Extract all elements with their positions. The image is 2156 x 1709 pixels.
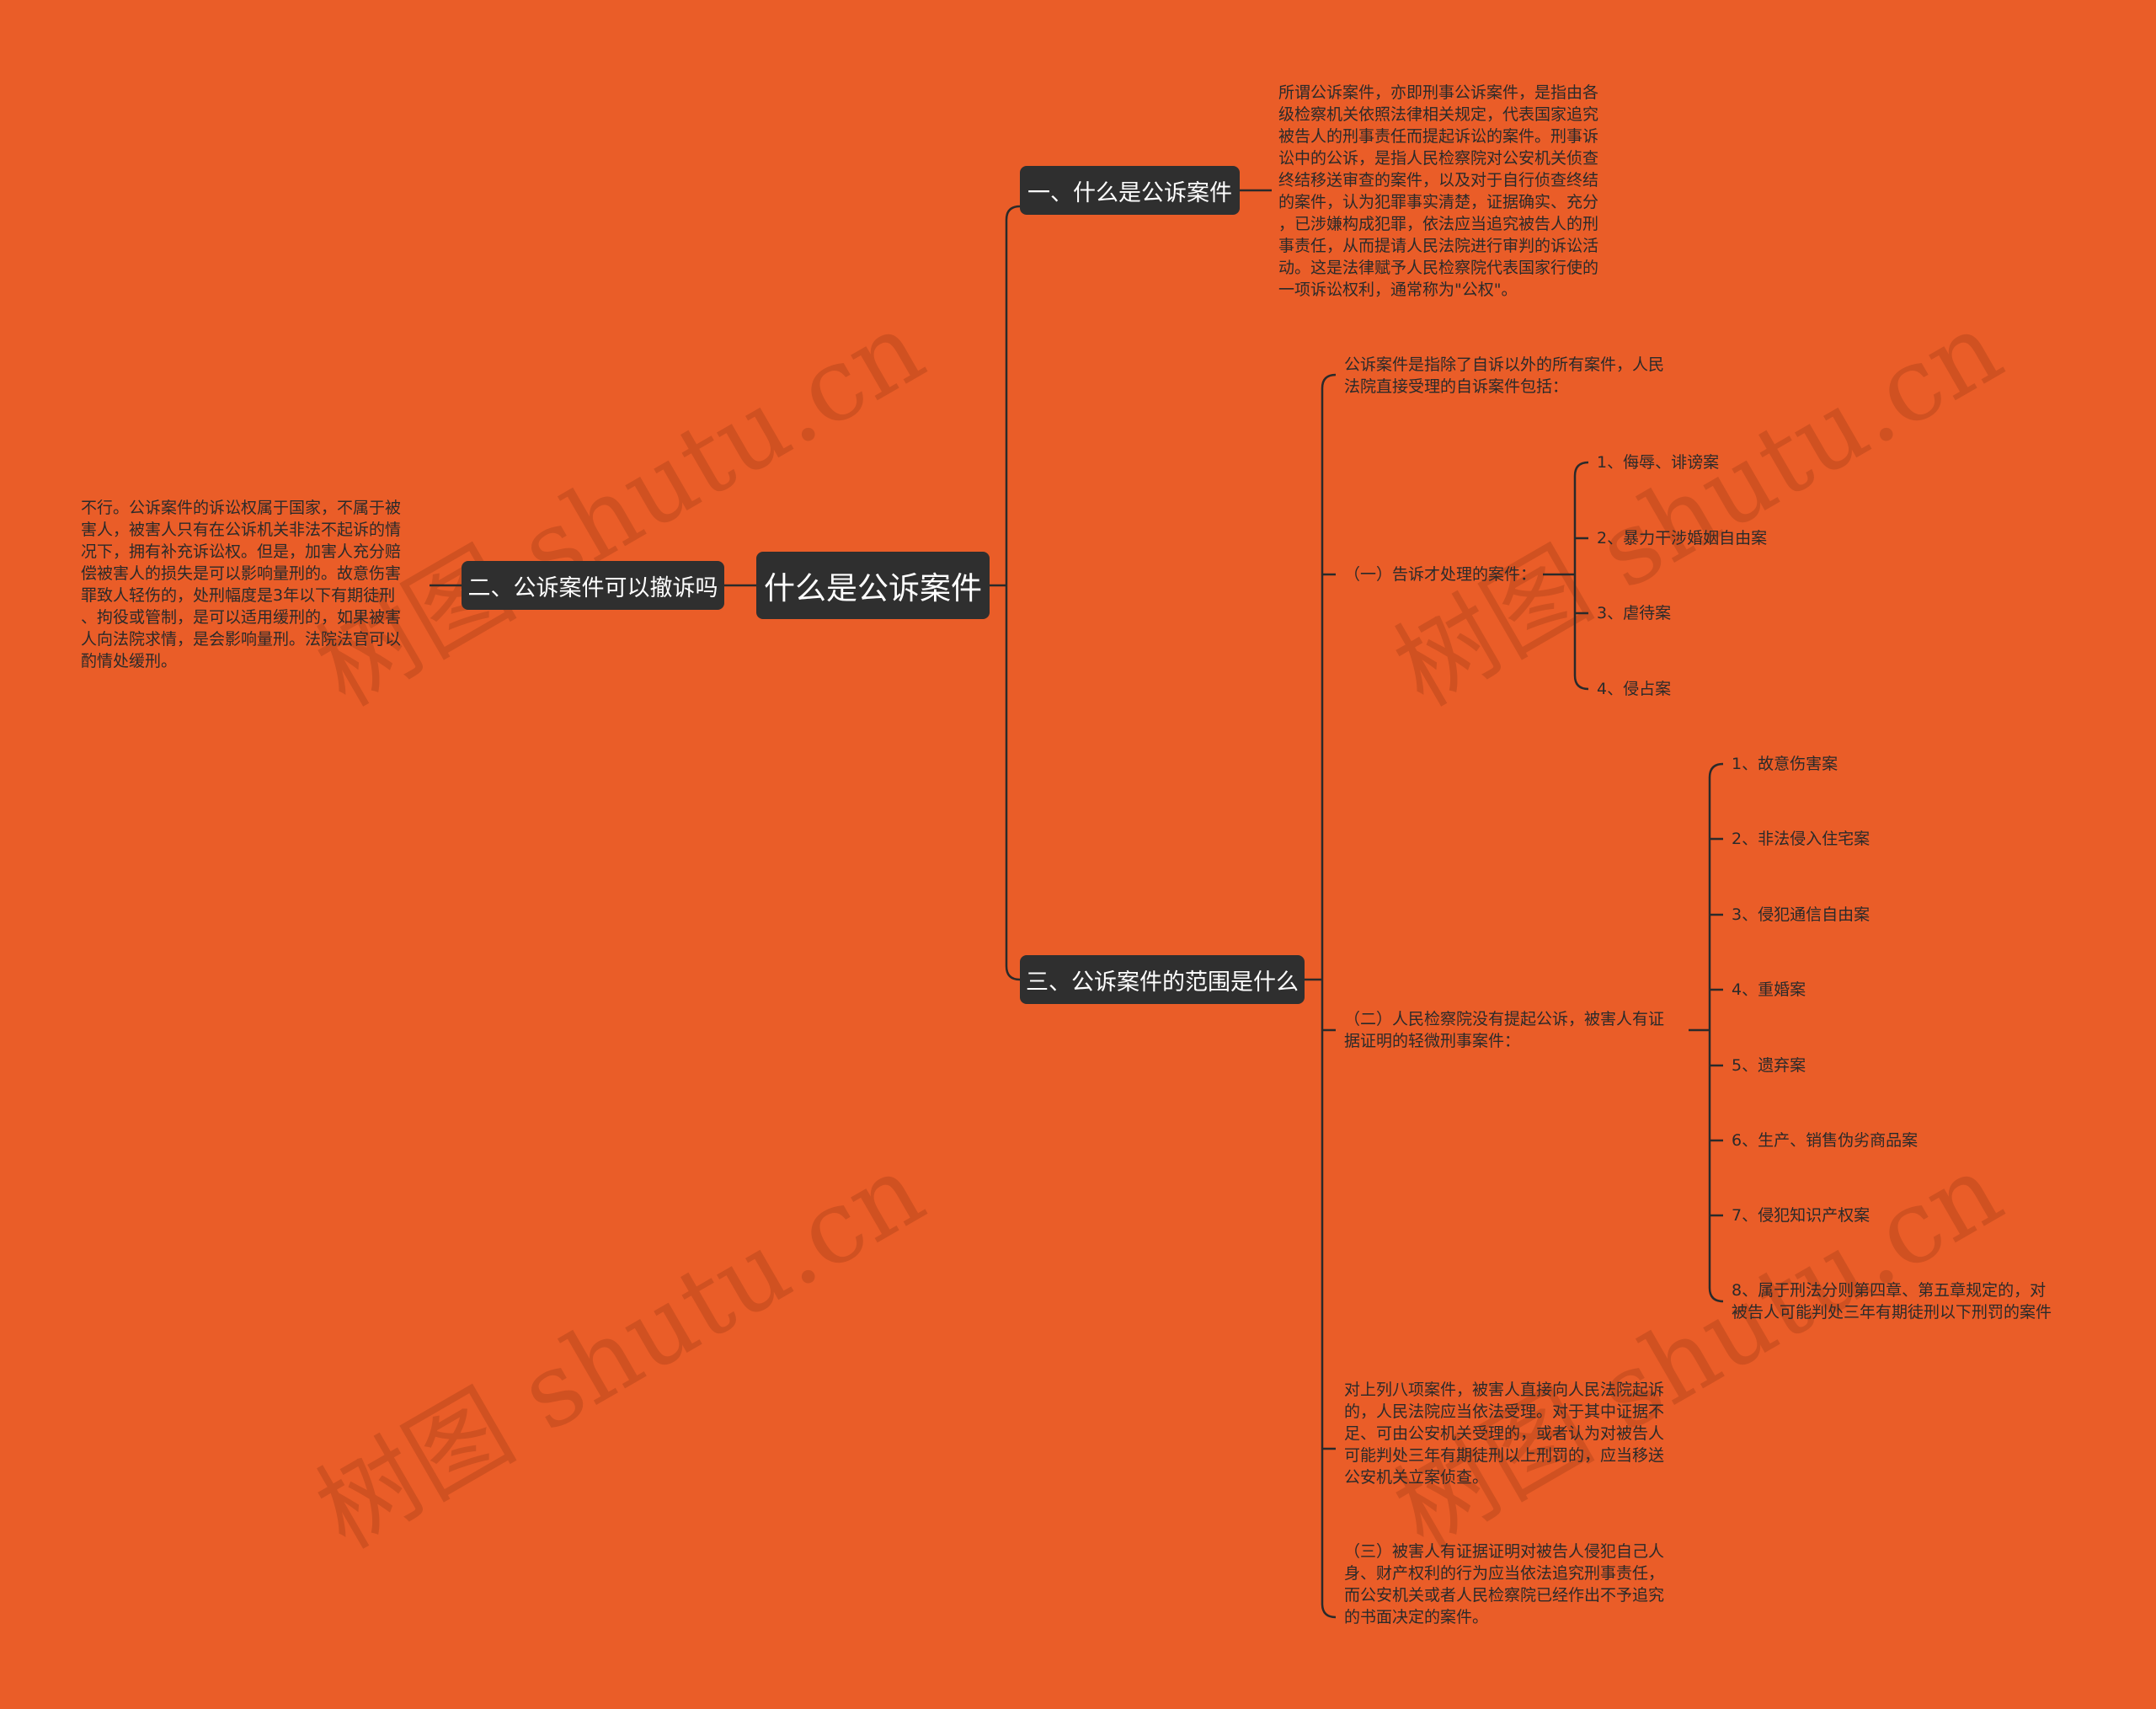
- branch-scope[interactable]: 三、公诉案件的范围是什么: [1020, 955, 1305, 1004]
- scope-group-3[interactable]: （三）被害人有证据证明对被告人侵犯自己人 身、财产权利的行为应当依法追究刑事责任…: [1344, 1542, 1665, 1626]
- branch-can-withdraw[interactable]: 二、公诉案件可以撤诉吗: [462, 561, 724, 610]
- scope-note: 对上列八项案件，被害人直接向人民法院起诉 的，人民法院应当依法受理。对于其中证据…: [1344, 1381, 1665, 1487]
- connector-g2-bracket: [1708, 762, 1724, 1303]
- group-2-item[interactable]: 4、重婚案: [1732, 980, 1806, 999]
- group-1-item[interactable]: 2、暴力干涉婚姻自由案: [1597, 529, 1768, 547]
- group-2-item[interactable]: 7、侵犯知识产权案: [1732, 1206, 1870, 1225]
- connector-g1-bracket: [1573, 461, 1589, 691]
- group-2-item[interactable]: 3、侵犯通信自由案: [1732, 905, 1870, 924]
- group-2-item[interactable]: 1、故意伤害案: [1732, 755, 1838, 773]
- group-2-item[interactable]: 8、属于刑法分则第四章、第五章规定的，对 被告人可能判处三年有期徒刑以下刑罚的案…: [1732, 1281, 2052, 1322]
- branch-1-description: 所谓公诉案件，亦即刑事公诉案件，是指由各 级检察机关依照法律相关规定，代表国家追…: [1278, 83, 1599, 299]
- group-2-item[interactable]: 2、非法侵入住宅案: [1732, 830, 1870, 848]
- scope-group-2[interactable]: （二）人民检察院没有提起公诉，被害人有证 据证明的轻微刑事案件：: [1344, 1010, 1665, 1050]
- branch-2-description: 不行。公诉案件的诉讼权属于国家，不属于被 害人，被害人只有在公诉机关非法不起诉的…: [81, 499, 402, 670]
- root-node[interactable]: 什么是公诉案件: [756, 552, 990, 619]
- group-2-item[interactable]: 5、遗弃案: [1732, 1056, 1806, 1075]
- group-1-item[interactable]: 1、侮辱、诽谤案: [1597, 453, 1720, 472]
- group-2-item[interactable]: 6、生产、销售伪劣商品案: [1732, 1131, 1919, 1150]
- connector-right-trunk: [1005, 205, 1021, 981]
- group-1-item[interactable]: 4、侵占案: [1597, 680, 1672, 698]
- branch-what-is-public-prosecution[interactable]: 一、什么是公诉案件: [1020, 166, 1240, 215]
- group-1-item[interactable]: 3、虐待案: [1597, 604, 1672, 622]
- connector-b3-trunk: [1321, 373, 1337, 1619]
- scope-group-1[interactable]: （一）告诉才处理的案件：: [1344, 565, 1537, 584]
- scope-intro: 公诉案件是指除了自诉以外的所有案件，人民 法院直接受理的自诉案件包括：: [1344, 355, 1665, 396]
